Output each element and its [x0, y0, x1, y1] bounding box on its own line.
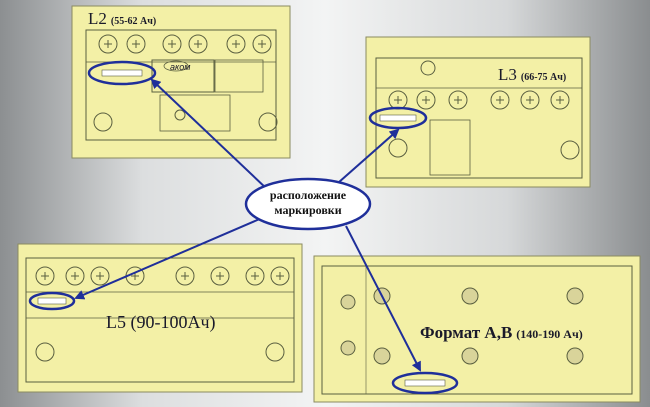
battery-ab-name: Формат А,В	[420, 323, 513, 342]
marker-ab	[391, 371, 459, 395]
battery-l3-label: L3 (66-75 Ач)	[498, 65, 566, 85]
battery-l3-name: L3	[498, 65, 517, 84]
arrow-to-l2	[150, 78, 269, 191]
brand-logo-text: аком	[170, 62, 191, 72]
battery-ab-label: Формат А,В (140-190 Ач)	[420, 323, 583, 343]
marker-l3	[368, 106, 428, 130]
battery-l5-label: L5 (90-100Ач)	[106, 312, 216, 333]
battery-l2-name: L2	[88, 9, 107, 28]
battery-l5-capacity: (90-100Ач)	[130, 312, 216, 332]
battery-l2-capacity: (55-62 Ач)	[110, 16, 157, 27]
battery-ab-capacity: (140-190 Ач)	[516, 327, 583, 341]
battery-l5-name: L5	[106, 312, 126, 332]
callout-line1: расположение	[269, 188, 347, 202]
battery-l5-drawing	[17, 243, 303, 393]
battery-l3-capacity: (66-75 Ач)	[520, 72, 567, 83]
marker-l2	[87, 60, 157, 86]
arrow-to-ab	[345, 225, 421, 372]
arrow-to-l3	[329, 128, 400, 191]
marker-l5	[28, 291, 76, 311]
battery-l2-label: L2 (55-62 Ач)	[88, 9, 156, 29]
battery-ab-drawing	[313, 255, 641, 403]
arrow-to-l5	[74, 217, 263, 300]
callout-line2: маркировки	[274, 203, 342, 217]
callout-text: расположение маркировки	[248, 188, 368, 218]
battery-l3-drawing	[365, 36, 591, 188]
callout-ellipse	[244, 177, 372, 231]
